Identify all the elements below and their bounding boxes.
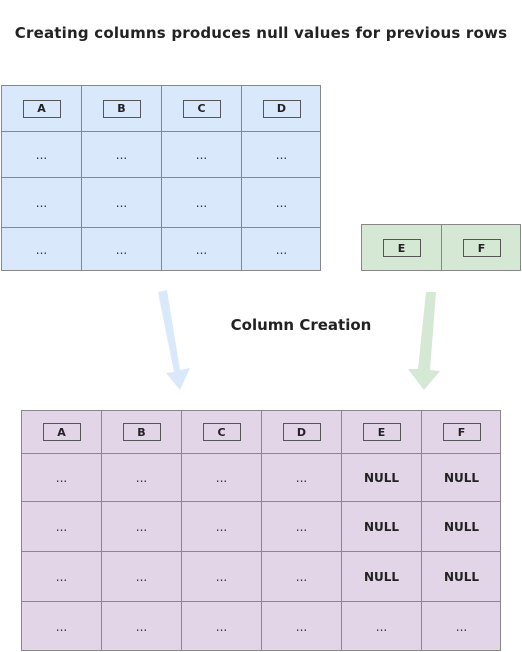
header-cell: D xyxy=(261,410,341,453)
table-cell: ... xyxy=(241,131,321,177)
table-cell: ... xyxy=(101,501,181,551)
green-arrow xyxy=(408,292,440,390)
table-cell: ... xyxy=(261,551,341,601)
table-cell: ... xyxy=(261,601,341,651)
table-cell: ... xyxy=(161,177,241,227)
header-cell: E xyxy=(361,224,441,271)
header-cell: C xyxy=(181,410,261,453)
table-cell: ... xyxy=(81,131,161,177)
table-cell: ... xyxy=(181,551,261,601)
header-cell: F xyxy=(441,224,521,271)
table-cell: ... xyxy=(1,227,81,271)
original-table: A B C D ... ... ... ... ... ... ... ... … xyxy=(1,85,321,271)
table-cell: ... xyxy=(241,177,321,227)
table-cell: ... xyxy=(421,601,501,651)
column-header: E xyxy=(382,239,421,257)
table-cell: ... xyxy=(21,501,101,551)
table-cell: ... xyxy=(181,501,261,551)
table-cell: ... xyxy=(101,601,181,651)
table-cell: ... xyxy=(1,177,81,227)
table-cell: ... xyxy=(261,453,341,501)
column-header: A xyxy=(22,99,61,118)
column-header: B xyxy=(122,423,161,441)
column-header: B xyxy=(102,99,141,118)
table-cell: ... xyxy=(181,601,261,651)
table-cell: ... xyxy=(101,551,181,601)
header-cell: E xyxy=(341,410,421,453)
caption-label: Column Creation xyxy=(230,316,372,334)
blue-arrow xyxy=(158,290,190,390)
column-header: C xyxy=(202,423,241,441)
null-cell: NULL xyxy=(341,551,421,601)
table-cell: ... xyxy=(21,453,101,501)
null-cell: NULL xyxy=(421,501,501,551)
header-cell: B xyxy=(101,410,181,453)
table-cell: ... xyxy=(161,131,241,177)
null-cell: NULL xyxy=(341,501,421,551)
header-cell: D xyxy=(241,85,321,131)
table-cell: ... xyxy=(261,501,341,551)
column-header: D xyxy=(262,99,301,118)
table-cell: ... xyxy=(21,551,101,601)
result-table: A B C D E F ... ... ... ... NULL NULL ..… xyxy=(21,410,501,651)
header-cell: B xyxy=(81,85,161,131)
header-cell: A xyxy=(21,410,101,453)
column-header: F xyxy=(462,239,501,257)
table-cell: ... xyxy=(81,177,161,227)
column-header: A xyxy=(42,423,81,441)
table-cell: ... xyxy=(101,453,181,501)
null-cell: NULL xyxy=(341,453,421,501)
table-cell: ... xyxy=(241,227,321,271)
column-header: F xyxy=(442,423,481,441)
table-cell: ... xyxy=(181,453,261,501)
table-cell: ... xyxy=(161,227,241,271)
null-cell: NULL xyxy=(421,551,501,601)
column-header: C xyxy=(182,99,221,118)
table-cell: ... xyxy=(341,601,421,651)
null-cell: NULL xyxy=(421,453,501,501)
header-cell: A xyxy=(1,85,81,131)
table-cell: ... xyxy=(1,131,81,177)
table-cell: ... xyxy=(21,601,101,651)
diagram-title: Creating columns produces null values fo… xyxy=(14,24,508,42)
header-cell: C xyxy=(161,85,241,131)
column-header: E xyxy=(362,423,401,441)
table-cell: ... xyxy=(81,227,161,271)
column-header: D xyxy=(282,423,321,441)
new-columns-table: E F xyxy=(361,224,521,271)
header-cell: F xyxy=(421,410,501,453)
